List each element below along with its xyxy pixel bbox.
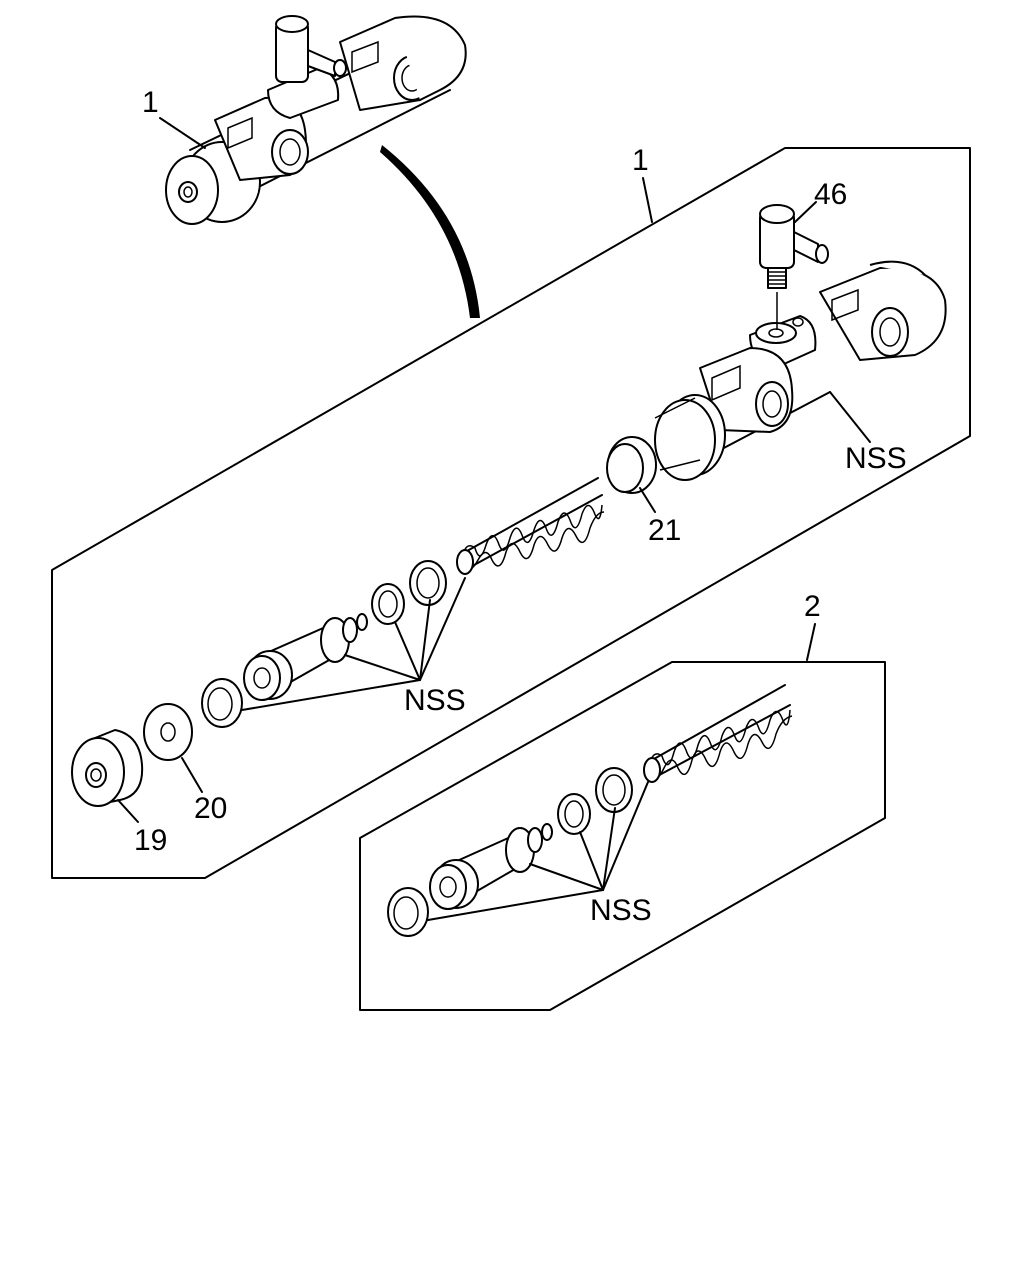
seal-ring-icon [387,887,429,937]
callout-1-top: 1 [142,86,159,119]
seal-ring-icon [606,436,657,494]
kit-1-border [51,147,971,879]
callout-19: 19 [134,824,167,857]
callout-21: 21 [648,514,681,547]
piston-icon [243,613,368,701]
cylinder-housing-icon [654,260,947,481]
bleeder-fitting-icon [759,204,829,330]
callout-20: 20 [194,792,227,825]
coil-spring-icon [643,684,793,783]
curved-arrow-icon [380,145,480,318]
washer-icon [143,703,193,761]
seal-ring-icon [201,678,243,728]
callout-46: 46 [814,178,847,211]
callout-2: 2 [804,590,821,623]
seal-ring-icon [371,560,447,625]
callout-nss-housing: NSS [845,442,907,475]
callout-nss-kit2: NSS [590,894,652,927]
end-cap-icon [71,729,144,807]
kit-2-border [359,661,886,1011]
master-cylinder-icon [165,15,467,225]
callout-nss-kit1: NSS [404,684,466,717]
coil-spring-icon [456,477,605,575]
piston-icon [429,823,553,910]
callout-1-kit: 1 [632,144,649,177]
seal-ring-icon [557,767,633,835]
